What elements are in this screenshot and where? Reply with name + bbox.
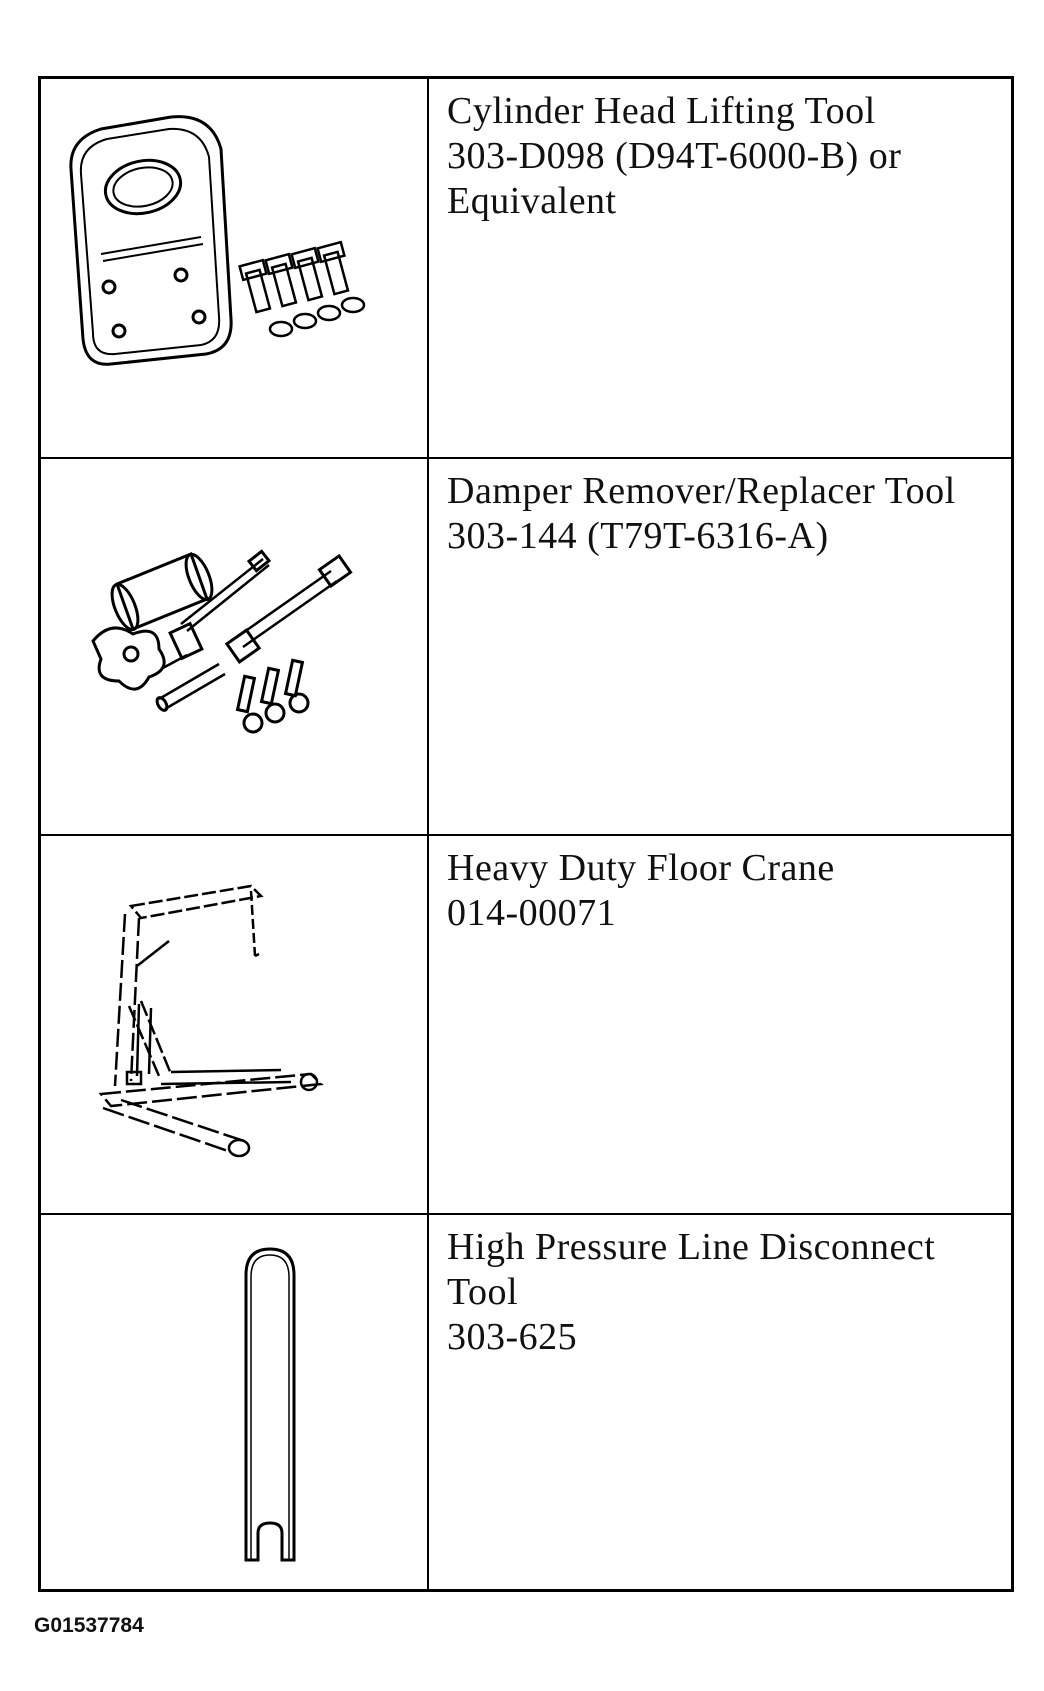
- tool-number: 303-D098 (D94T-6000-B) or: [447, 135, 902, 177]
- tool-illustration-cell: [38, 1212, 429, 1592]
- cylinder-head-lifting-tool-icon: [69, 115, 366, 366]
- tool-illustration-cell: [38, 76, 429, 459]
- tool-description-cell: Cylinder Head Lifting Tool 303-D098 (D94…: [427, 76, 1014, 459]
- tool-name: Damper Remover/Replacer Tool: [447, 469, 956, 512]
- special-tools-table: Cylinder Head Lifting Tool 303-D098 (D94…: [38, 76, 1014, 1592]
- tool-name: Heavy Duty Floor Crane: [447, 846, 835, 889]
- tool-illustration-cell: [38, 456, 429, 836]
- tool-description-cell: Damper Remover/Replacer Tool 303-144 (T7…: [427, 456, 1014, 836]
- tool-number: 014-00071: [447, 891, 617, 934]
- tool-row: Damper Remover/Replacer Tool 303-144 (T7…: [38, 456, 1014, 836]
- tool-number: 303-625: [447, 1315, 578, 1358]
- tool-name-continued: Tool: [447, 1270, 519, 1313]
- tool-note: Equivalent: [447, 180, 617, 222]
- tool-description-cell: High Pressure Line Disconnect Tool 303-6…: [427, 1212, 1014, 1592]
- tool-name: High Pressure Line Disconnect: [447, 1225, 936, 1268]
- line-disconnect-tool-icon: [244, 1246, 296, 1561]
- tool-row: High Pressure Line Disconnect Tool 303-6…: [38, 1212, 1014, 1592]
- figure-code: G01537784: [34, 1614, 144, 1637]
- floor-crane-icon: [98, 884, 324, 1157]
- tool-row: Cylinder Head Lifting Tool 303-D098 (D94…: [38, 76, 1014, 459]
- tool-row: Heavy Duty Floor Crane 014-00071: [38, 833, 1014, 1215]
- tool-number: 303-144 (T79T-6316-A): [447, 514, 829, 557]
- damper-remover-replacer-tool-icon: [91, 548, 353, 733]
- tool-description-cell: Heavy Duty Floor Crane 014-00071: [427, 833, 1014, 1215]
- tool-illustration-cell: [38, 833, 429, 1215]
- tool-name: Cylinder Head Lifting Tool: [447, 90, 876, 132]
